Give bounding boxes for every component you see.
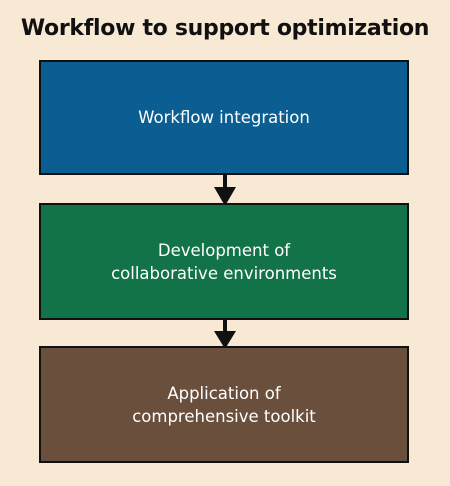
step-2-line-1: Development of: [157, 240, 291, 260]
arrow-down-icon: [214, 319, 236, 349]
step-3-line-2: comprehensive toolkit: [132, 406, 316, 426]
step-2-text: Development of collaborative environment…: [99, 239, 349, 285]
step-3-text: Application of comprehensive toolkit: [120, 382, 328, 428]
arrow-down-icon: [214, 174, 236, 206]
diagram-title: Workflow to support optimization: [20, 16, 430, 41]
step-workflow-integration: Workflow integration: [39, 60, 409, 175]
step-collaborative-environments: Development of collaborative environment…: [39, 203, 409, 320]
step-1-line-1: Workflow integration: [138, 108, 310, 127]
step-1-text: Workflow integration: [126, 106, 322, 129]
step-2-line-2: collaborative environments: [111, 263, 337, 283]
step-comprehensive-toolkit: Application of comprehensive toolkit: [39, 346, 409, 463]
step-3-line-1: Application of: [167, 383, 281, 403]
